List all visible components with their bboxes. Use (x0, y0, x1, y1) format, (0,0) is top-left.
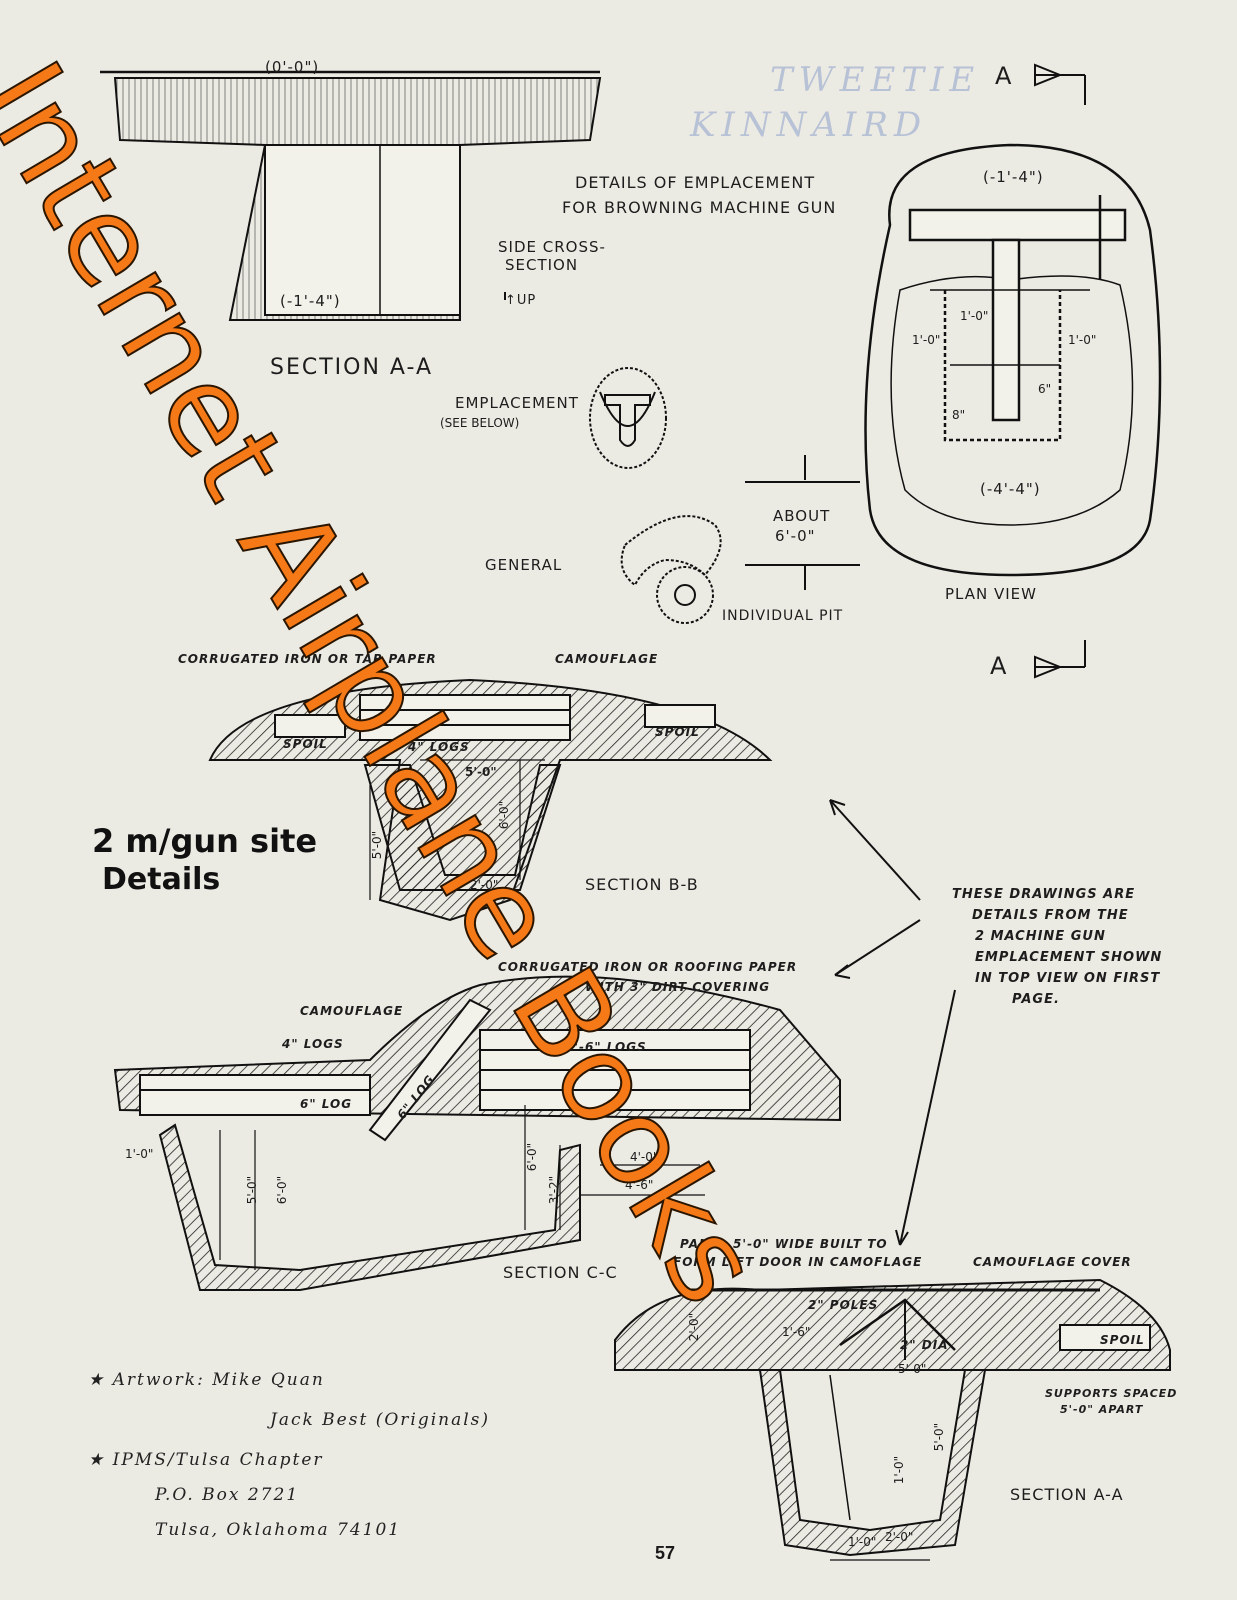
note-line1: THESE DRAWINGS ARE (952, 887, 1136, 902)
side-cross-line2: SECTION (505, 256, 579, 274)
plan-top-elev: (-1'-4") (983, 168, 1044, 186)
section-c-c-label: SECTION C-C (503, 1263, 618, 1282)
logs-4-c-label: 4" LOGS (282, 1037, 344, 1051)
dia-label: 2" DIA (900, 1338, 949, 1352)
spoil-left-label: SPOIL (283, 737, 328, 751)
credit-originals: Jack Best (Originals) (270, 1410, 491, 1430)
corrugated-tar-label: CORRUGATED IRON OR TAR PAPER (178, 652, 437, 666)
section-c-c-drawing (113, 975, 841, 1291)
spoil-a2-label: SPOIL (1100, 1333, 1145, 1347)
c-dim-32: 3'-2" (547, 1175, 562, 1205)
spoil-right-label: SPOIL (655, 725, 700, 739)
a2-dim-10b: 1'-0" (848, 1535, 877, 1549)
top-section-a-a (100, 70, 602, 321)
arrow-a-bottom: A (990, 652, 1007, 680)
log-6-flat-label: 6" LOG (300, 1097, 353, 1111)
camouflage-label-c: CAMOUFLAGE (300, 1004, 404, 1018)
plan-dim-2: 1'-0" (912, 333, 941, 347)
c-dim-6ft: 6'-0" (275, 1175, 290, 1205)
credit-artwork: ★ Artwork: Mike Quan (88, 1370, 325, 1390)
up-arrow-icon: ↑ (505, 293, 517, 308)
up-label: ↑UP (505, 293, 536, 308)
section-a-a-label: SECTION A-A (270, 355, 433, 380)
individual-pit-label: INDIVIDUAL PIT (722, 608, 844, 624)
note-arrows (829, 799, 956, 1246)
credit-ipms: ★ IPMS/Tulsa Chapter (88, 1450, 324, 1470)
plan-dim-4: 6" (1038, 382, 1052, 396)
c-dim-46: 4'-6" (625, 1178, 654, 1192)
ghost-subtitle: KINNAIRD (690, 105, 928, 145)
a2-dim-10: 1'-0" (892, 1455, 907, 1485)
supports-line1: SUPPORTS SPACED (1045, 1387, 1178, 1400)
corrugated-roofing-line2: WITH 3" DIRT COVERING (585, 980, 771, 994)
section-b-b-drawing (208, 678, 773, 922)
note-line2: DETAILS FROM THE (972, 908, 1129, 923)
section-a-arrows (1034, 63, 1086, 679)
emplacement-title-line1: DETAILS OF EMPLACEMENT (575, 173, 816, 192)
a2-dim-50v: 5'-0" (932, 1422, 947, 1452)
corrugated-roofing-line1: CORRUGATED IRON OR ROOFING PAPER (498, 960, 798, 974)
panel-line1: PANEL 5'-0" WIDE BUILT TO (680, 1237, 888, 1251)
note-line3: 2 MACHINE GUN (975, 929, 1106, 944)
credit-pobox: P.O. Box 2721 (155, 1485, 300, 1505)
note-line4: EMPLACEMENT SHOWN (975, 950, 1163, 965)
section-a-a-lower-label: SECTION A-A (1010, 1485, 1124, 1504)
about-line2: 6'-0" (775, 527, 816, 545)
side-cross-line1: SIDE CROSS- (498, 238, 606, 256)
ghost-title: TWEETIE (770, 60, 981, 100)
a2-dim-50: 5'-0" (898, 1362, 927, 1376)
logs-26-label: 2'-6" LOGS (565, 1040, 647, 1054)
camouflage-label-b: CAMOUFLAGE (555, 652, 659, 666)
a2-dim-20b: 2'-0" (885, 1530, 914, 1544)
a2-dim-20: 2'-0" (687, 1312, 702, 1342)
width-5ft-label: 5'-0" (465, 765, 497, 779)
elev-mid-label: (-1'-4") (280, 292, 341, 310)
up-text: UP (516, 293, 537, 308)
emplacement-label-line1: EMPLACEMENT (455, 394, 579, 412)
plan-bottom-elev: (-4'-4") (980, 480, 1041, 498)
plan-view-drawing (864, 143, 1162, 577)
camouflage-cover-label: CAMOUFLAGE COVER (973, 1255, 1132, 1269)
c-dim-5ft: 5'-0" (245, 1175, 260, 1205)
emplacement-label-line2: (SEE BELOW) (440, 416, 520, 430)
poles-label: 2" POLES (808, 1298, 879, 1312)
section-a-a-lower-drawing (614, 1278, 1171, 1561)
plan-dim-3: 1'-0" (1068, 333, 1097, 347)
site-title-line2: Details (102, 862, 221, 897)
section-b-b-label: SECTION B-B (585, 875, 699, 894)
plan-view-label: PLAN VIEW (945, 585, 1037, 603)
c-dim-1ft: 1'-0" (125, 1147, 154, 1161)
c-dim-6ft-right: 6'-0" (525, 1142, 540, 1172)
note-line6: PAGE. (1012, 992, 1060, 1007)
emplacement-title-line2: FOR BROWNING MACHINE GUN (562, 198, 837, 217)
a2-dim-16: 1'-6" (782, 1325, 811, 1339)
elev-top-label: (0'-0") (265, 58, 320, 76)
logs-4-label: 4" LOGS (408, 740, 470, 754)
panel-line2: FORM LIFT DOOR IN CAMOFLAGE (673, 1255, 923, 1269)
site-title-line1: 2 m/gun site (92, 822, 318, 860)
about-line1: ABOUT (773, 507, 831, 525)
plan-dim-1: 1'-0" (960, 309, 989, 323)
credit-city: Tulsa, Oklahoma 74101 (155, 1520, 402, 1540)
plan-dim-5: 8" (952, 408, 966, 422)
bottom-width-label: 2'-0" (470, 878, 499, 892)
supports-line2: 5'-0" APART (1060, 1403, 1144, 1416)
general-label: GENERAL (485, 556, 563, 574)
page-number: 57 (655, 1543, 676, 1563)
arrow-a-top: A (995, 62, 1012, 90)
c-dim-40: 4'-0" (630, 1150, 659, 1164)
note-line5: IN TOP VIEW ON FIRST (975, 971, 1161, 986)
emplacement-shapes (504, 292, 860, 624)
